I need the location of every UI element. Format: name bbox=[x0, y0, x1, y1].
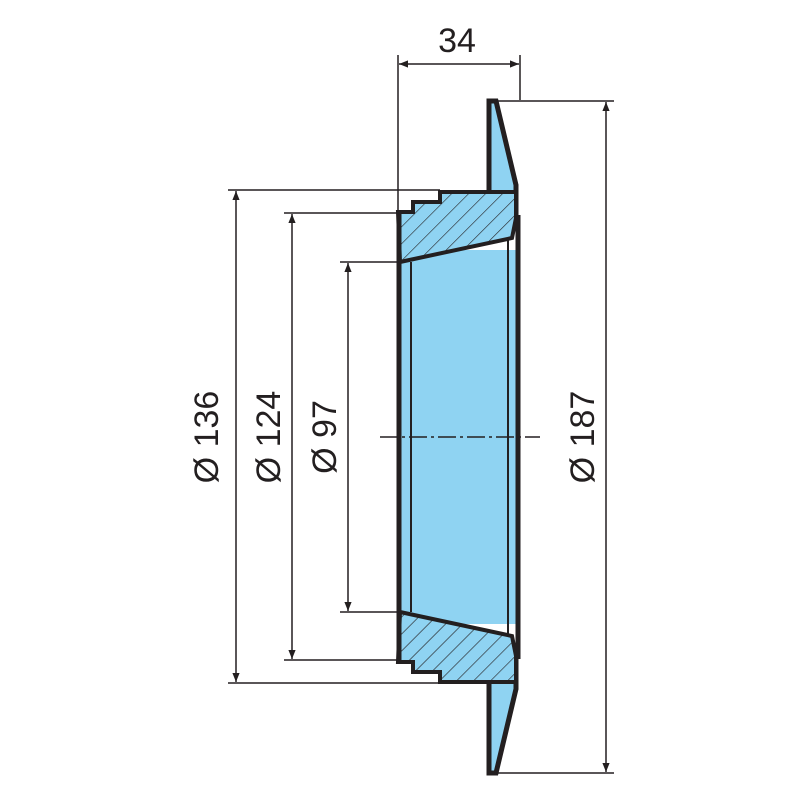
extension-lines bbox=[228, 55, 614, 774]
dim-label-width: 34 bbox=[438, 22, 476, 60]
dim-label-mid-body: Ø 124 bbox=[250, 391, 288, 484]
dim-label-outer-body: Ø 136 bbox=[188, 391, 226, 484]
dim-label-outer-flange: Ø 187 bbox=[564, 391, 602, 484]
dim-label-bore: Ø 97 bbox=[306, 400, 344, 474]
